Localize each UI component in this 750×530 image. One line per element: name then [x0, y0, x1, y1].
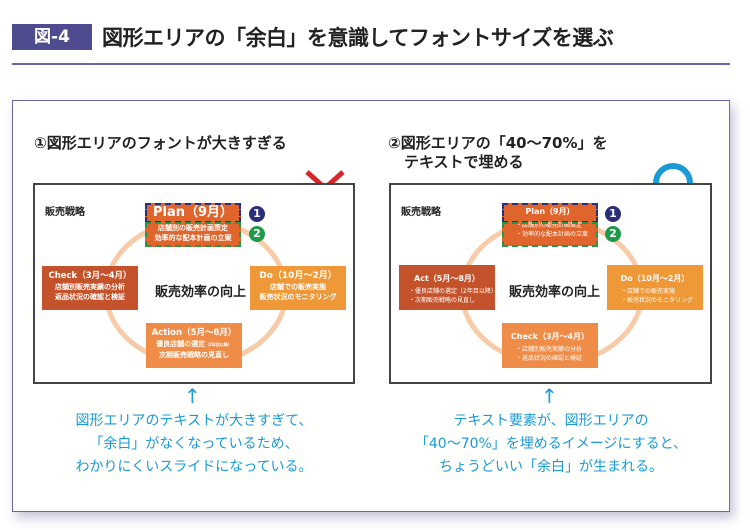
plan-box: Plan（9月） 店舗別の販売計画策定 効率的な配本計画の立案: [145, 203, 241, 247]
left-slide: 販売効率の向上 販売戦略 Plan（9月） 店舗別の販売計画策定 効率的な配本計…: [33, 183, 355, 384]
check-box: Check（3月〜4月） ・店舗別販売実績の分析 ・返品状況の確認と検証: [502, 323, 598, 368]
badge-1: 1: [605, 206, 621, 222]
do-title: Do（10月〜2月）: [620, 274, 690, 283]
caption-line: わかりにくいスライドになっている。: [75, 459, 313, 475]
heading-line: テキストで埋める: [404, 153, 524, 171]
do-box: Do（10月〜2月） ・店舗での販売実施 ・販売状況のモニタリング: [607, 265, 703, 310]
check-line: 返品状況の確認と検証: [55, 293, 125, 301]
caption-line: 図形エリアのテキストが大きすぎて、: [75, 413, 313, 429]
slide-label: 販売戦略: [401, 207, 441, 218]
action-line: 優良店舗の選定: [156, 340, 206, 348]
badge-1: 1: [249, 206, 265, 222]
plan-line: ・効率的な配本計画の立案: [516, 231, 589, 238]
act-line: ・次期販売戦略の見直し: [409, 297, 476, 304]
plan-line: 効率的な配本計画の立案: [154, 234, 232, 242]
action-box: Action（5月〜8月） 優良店舗の選定（2年目以降） 次期販売戦略の見直し: [146, 323, 242, 368]
do-line: ・店舗での販売実施: [621, 288, 676, 295]
plan-box: Plan（9月） ・店舗別の販売計画策定 ・効率的な配本計画の立案: [502, 203, 598, 246]
plan-title: Plan（9月）: [152, 205, 234, 220]
text-area-outline: [502, 222, 598, 247]
check-line: ・店舗別販売実績の分析: [516, 346, 583, 353]
action-title: Action（5月〜8月）: [151, 328, 237, 338]
do-box: Do（10月〜2月） 店舗での販売実施 販売状況のモニタリング: [250, 266, 346, 310]
act-line: ・優良店舗の選定（2年目以降）: [409, 288, 497, 295]
act-box: Act（5月〜8月） ・優良店舗の選定（2年目以降） ・次期販売戦略の見直し: [399, 265, 497, 310]
slide-label: 販売戦略: [45, 207, 85, 218]
badge-2: 2: [605, 226, 621, 242]
slide-center-text: 販売効率の向上: [155, 285, 247, 300]
heading-line: ②図形エリアの「40〜70%」を: [388, 134, 608, 152]
text-area-outline: [145, 222, 241, 247]
plan-line: ・店舗別の販売計画策定: [516, 222, 583, 229]
title-area-outline: [145, 203, 241, 223]
left-caption: 図形エリアのテキストが大きすぎて、 「余白」がなくなっているため、 わかりにくい…: [34, 410, 354, 479]
right-slide: 販売効率の向上 販売戦略 Plan（9月） ・店舗別の販売計画策定 ・効率的な配…: [389, 183, 712, 384]
check-title: Check（3月〜4月）: [48, 271, 132, 281]
do-line: ・販売状況のモニタリング: [621, 297, 694, 304]
do-line: 販売状況のモニタリング: [259, 293, 337, 301]
action-note: （2年目以降）: [205, 342, 232, 347]
check-line: 店舗別販売実績の分析: [55, 283, 125, 291]
page-title: 図形エリアの「余白」を意識してフォントサイズを選ぶ: [102, 26, 614, 50]
left-heading: ①図形エリアのフォントが大きすぎる: [34, 134, 287, 152]
right-heading: ②図形エリアの「40〜70%」を テキストで埋める: [388, 134, 607, 172]
check-box: Check（3月〜4月） 店舗別販売実績の分析 返品状況の確認と検証: [42, 266, 138, 310]
slide-center-text: 販売効率の向上: [509, 285, 601, 300]
act-title: Act（5月〜8月）: [414, 274, 480, 283]
arrow-up-icon: ↑: [541, 384, 558, 408]
plan-line: 店舗別の販売計画策定: [158, 224, 228, 232]
check-title: Check（3月〜4月）: [510, 332, 590, 341]
right-caption: テキスト要素が、図形エリアの 「40〜70%」を埋めるイメージにすると、 ちょう…: [390, 410, 712, 479]
caption-line: 「余白」がなくなっているため、: [89, 436, 299, 452]
arrow-up-icon: ↑: [184, 384, 201, 408]
check-line: ・返品状況の確認と検証: [516, 355, 583, 362]
do-line: 店舗での販売実施: [270, 283, 326, 291]
title-area-outline: [502, 203, 598, 223]
figure-label: 図-4: [12, 24, 92, 50]
caption-line: ちょうどいい「余白」が生まれる。: [439, 459, 663, 475]
badge-2: 2: [249, 226, 265, 242]
plan-title: Plan（9月）: [525, 207, 575, 216]
divider: [12, 63, 730, 65]
caption-line: テキスト要素が、図形エリアの: [453, 413, 649, 429]
action-line: 次期販売戦略の見直し: [159, 351, 229, 359]
do-title: Do（10月〜2月）: [259, 271, 337, 281]
caption-line: 「40〜70%」を埋めるイメージにすると、: [414, 436, 688, 452]
